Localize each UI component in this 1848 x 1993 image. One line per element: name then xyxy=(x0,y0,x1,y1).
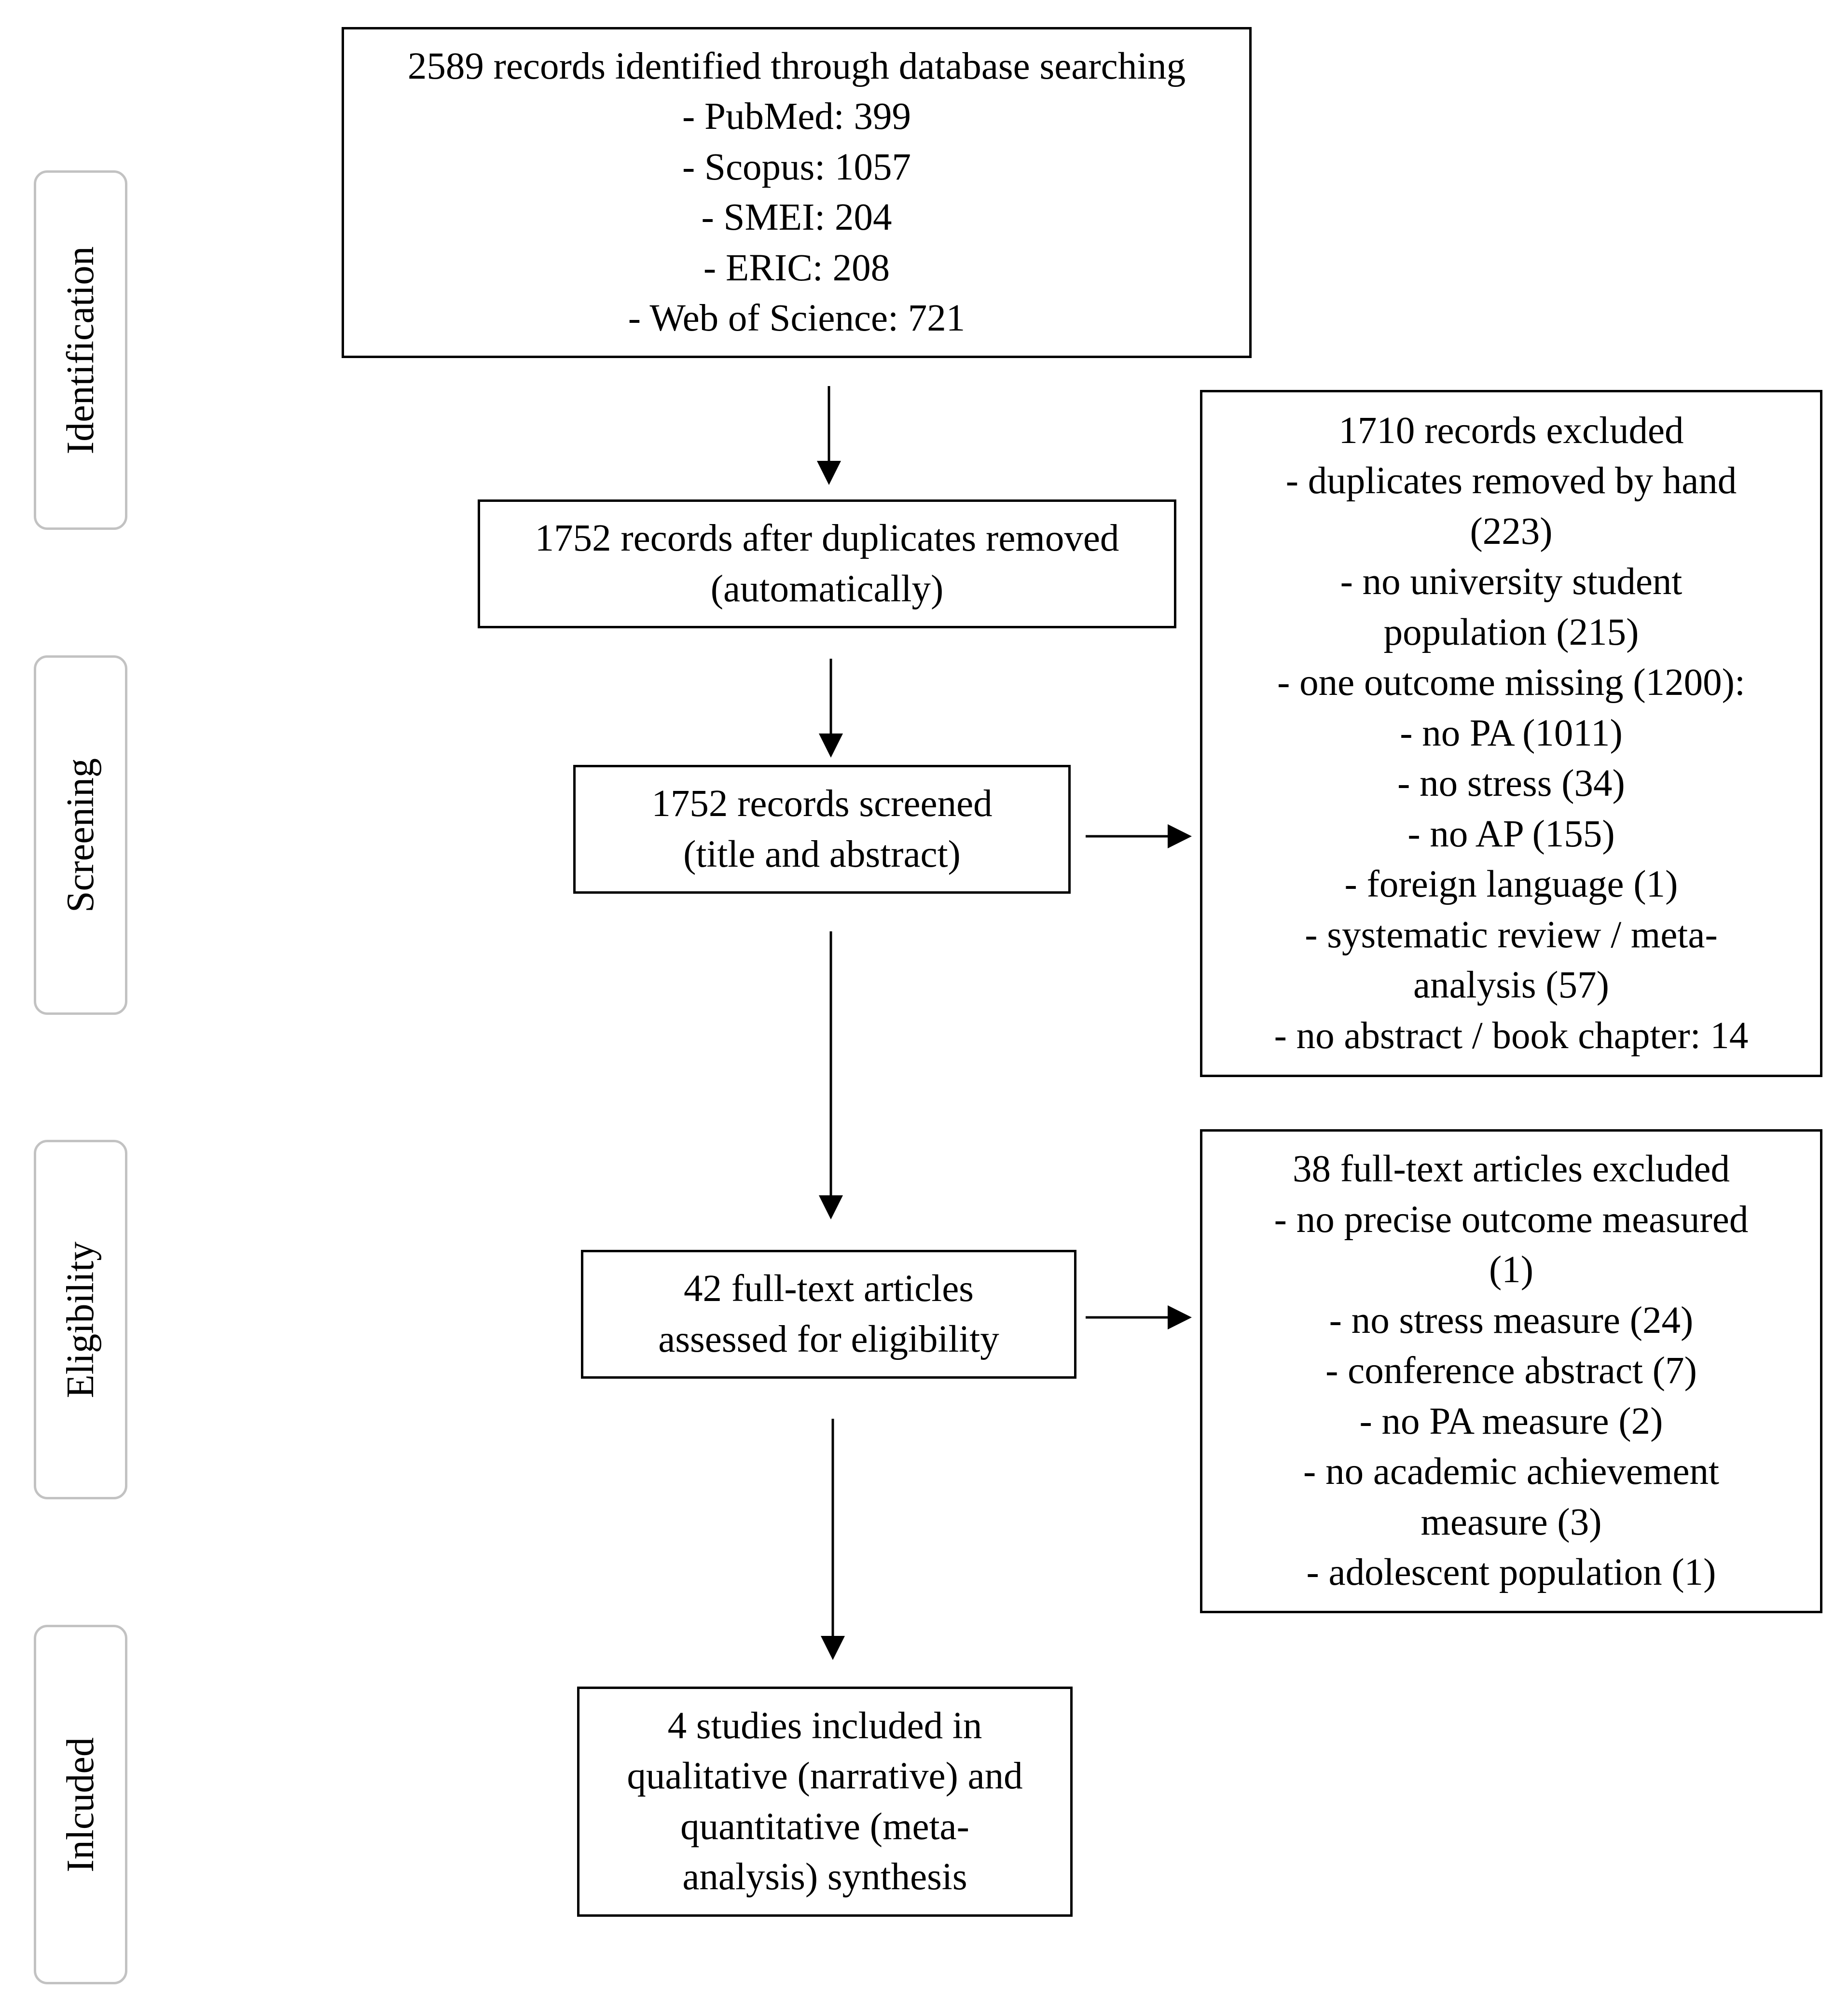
full-text-excluded-box: 38 full-text articles excluded - no prec… xyxy=(1200,1129,1822,1613)
box-line: analysis (57) xyxy=(1413,964,1609,1007)
box-line: - SMEI: 204 xyxy=(701,196,892,238)
box-line: - no precise outcome measured xyxy=(1274,1198,1749,1241)
box-line: - Web of Science: 721 xyxy=(628,297,965,339)
full-text-assessed-box: 42 full-text articles assessed for eligi… xyxy=(581,1250,1076,1379)
phase-eligibility: Eligibility xyxy=(34,1140,127,1499)
box-line: - one outcome missing (1200): xyxy=(1277,662,1745,704)
box-line: - no university student xyxy=(1340,561,1683,603)
box-line: - no AP (155) xyxy=(1407,813,1615,855)
box-line: analysis) synthesis xyxy=(682,1856,967,1898)
box-line: - PubMed: 399 xyxy=(682,96,911,138)
box-line: - no PA measure (2) xyxy=(1359,1400,1663,1442)
box-line: 4 studies included in xyxy=(667,1704,982,1747)
box-line: (1) xyxy=(1489,1249,1534,1291)
box-line: - Scopus: 1057 xyxy=(682,146,911,188)
box-line: 42 full-text articles xyxy=(683,1268,974,1310)
box-line: - foreign language (1) xyxy=(1344,863,1678,906)
box-line: - no abstract / book chapter: 14 xyxy=(1274,1014,1749,1057)
box-line: (223) xyxy=(1470,510,1553,553)
box-line: - systematic review / meta- xyxy=(1305,913,1718,956)
phase-identification: Identification xyxy=(34,170,127,530)
records-excluded-box: 1710 records excluded - duplicates remov… xyxy=(1200,390,1822,1077)
box-line: - adolescent population (1) xyxy=(1306,1551,1716,1594)
phase-screening: Screening xyxy=(34,655,127,1015)
box-line: population (215) xyxy=(1383,611,1639,653)
box-line: - no PA (1011) xyxy=(1400,712,1623,754)
box-line: (automatically) xyxy=(710,567,944,610)
box-line: quantitative (meta- xyxy=(680,1805,969,1848)
box-line: - duplicates removed by hand xyxy=(1285,460,1737,502)
box-line: - conference abstract (7) xyxy=(1325,1350,1697,1392)
phase-included: Inlcuded xyxy=(34,1625,127,1984)
records-screened-box: 1752 records screened (title and abstrac… xyxy=(573,765,1071,894)
box-line: assessed for eligibility xyxy=(658,1318,999,1360)
records-identified-box: 2589 records identified through database… xyxy=(342,27,1252,358)
records-after-duplicates-box: 1752 records after duplicates removed (a… xyxy=(478,499,1176,628)
box-line: 38 full-text articles excluded xyxy=(1293,1148,1730,1190)
box-line: qualitative (narrative) and xyxy=(627,1755,1023,1797)
studies-included-box: 4 studies included in qualitative (narra… xyxy=(577,1687,1073,1917)
box-line: 2589 records identified through database… xyxy=(407,45,1186,87)
box-line: 1710 records excluded xyxy=(1338,409,1684,452)
box-line: (title and abstract) xyxy=(683,833,961,875)
box-line: 1752 records screened xyxy=(651,783,993,825)
box-line: - no academic achievement xyxy=(1303,1451,1719,1493)
box-line: measure (3) xyxy=(1420,1501,1602,1543)
box-line: 1752 records after duplicates removed xyxy=(535,517,1119,559)
box-line: - ERIC: 208 xyxy=(703,247,890,289)
box-line: - no stress measure (24) xyxy=(1329,1299,1694,1342)
box-line: - no stress (34) xyxy=(1397,762,1625,805)
